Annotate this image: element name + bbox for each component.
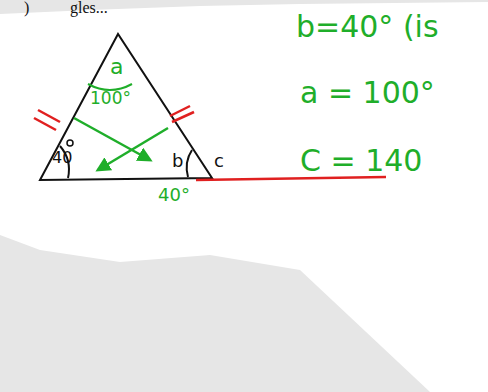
angle-name: b (172, 152, 183, 170)
working-line: a = 100° (300, 78, 435, 108)
extended-base (196, 177, 386, 180)
angle-value: 40 (52, 150, 72, 166)
green-arrows (74, 118, 168, 170)
working-line: C = 140 (300, 146, 422, 176)
angle-value: 100° (90, 90, 131, 107)
tick-marks (34, 106, 194, 130)
angle-value: 40° (158, 186, 190, 204)
bracket-fragment: ) (24, 0, 29, 16)
angle-name: c (214, 152, 224, 170)
angle-name: a (110, 56, 123, 78)
degree-mark (67, 140, 73, 146)
heading-fragment: gles... (70, 0, 108, 16)
working-line: b=40° (is (296, 12, 439, 42)
triangle (40, 34, 212, 180)
